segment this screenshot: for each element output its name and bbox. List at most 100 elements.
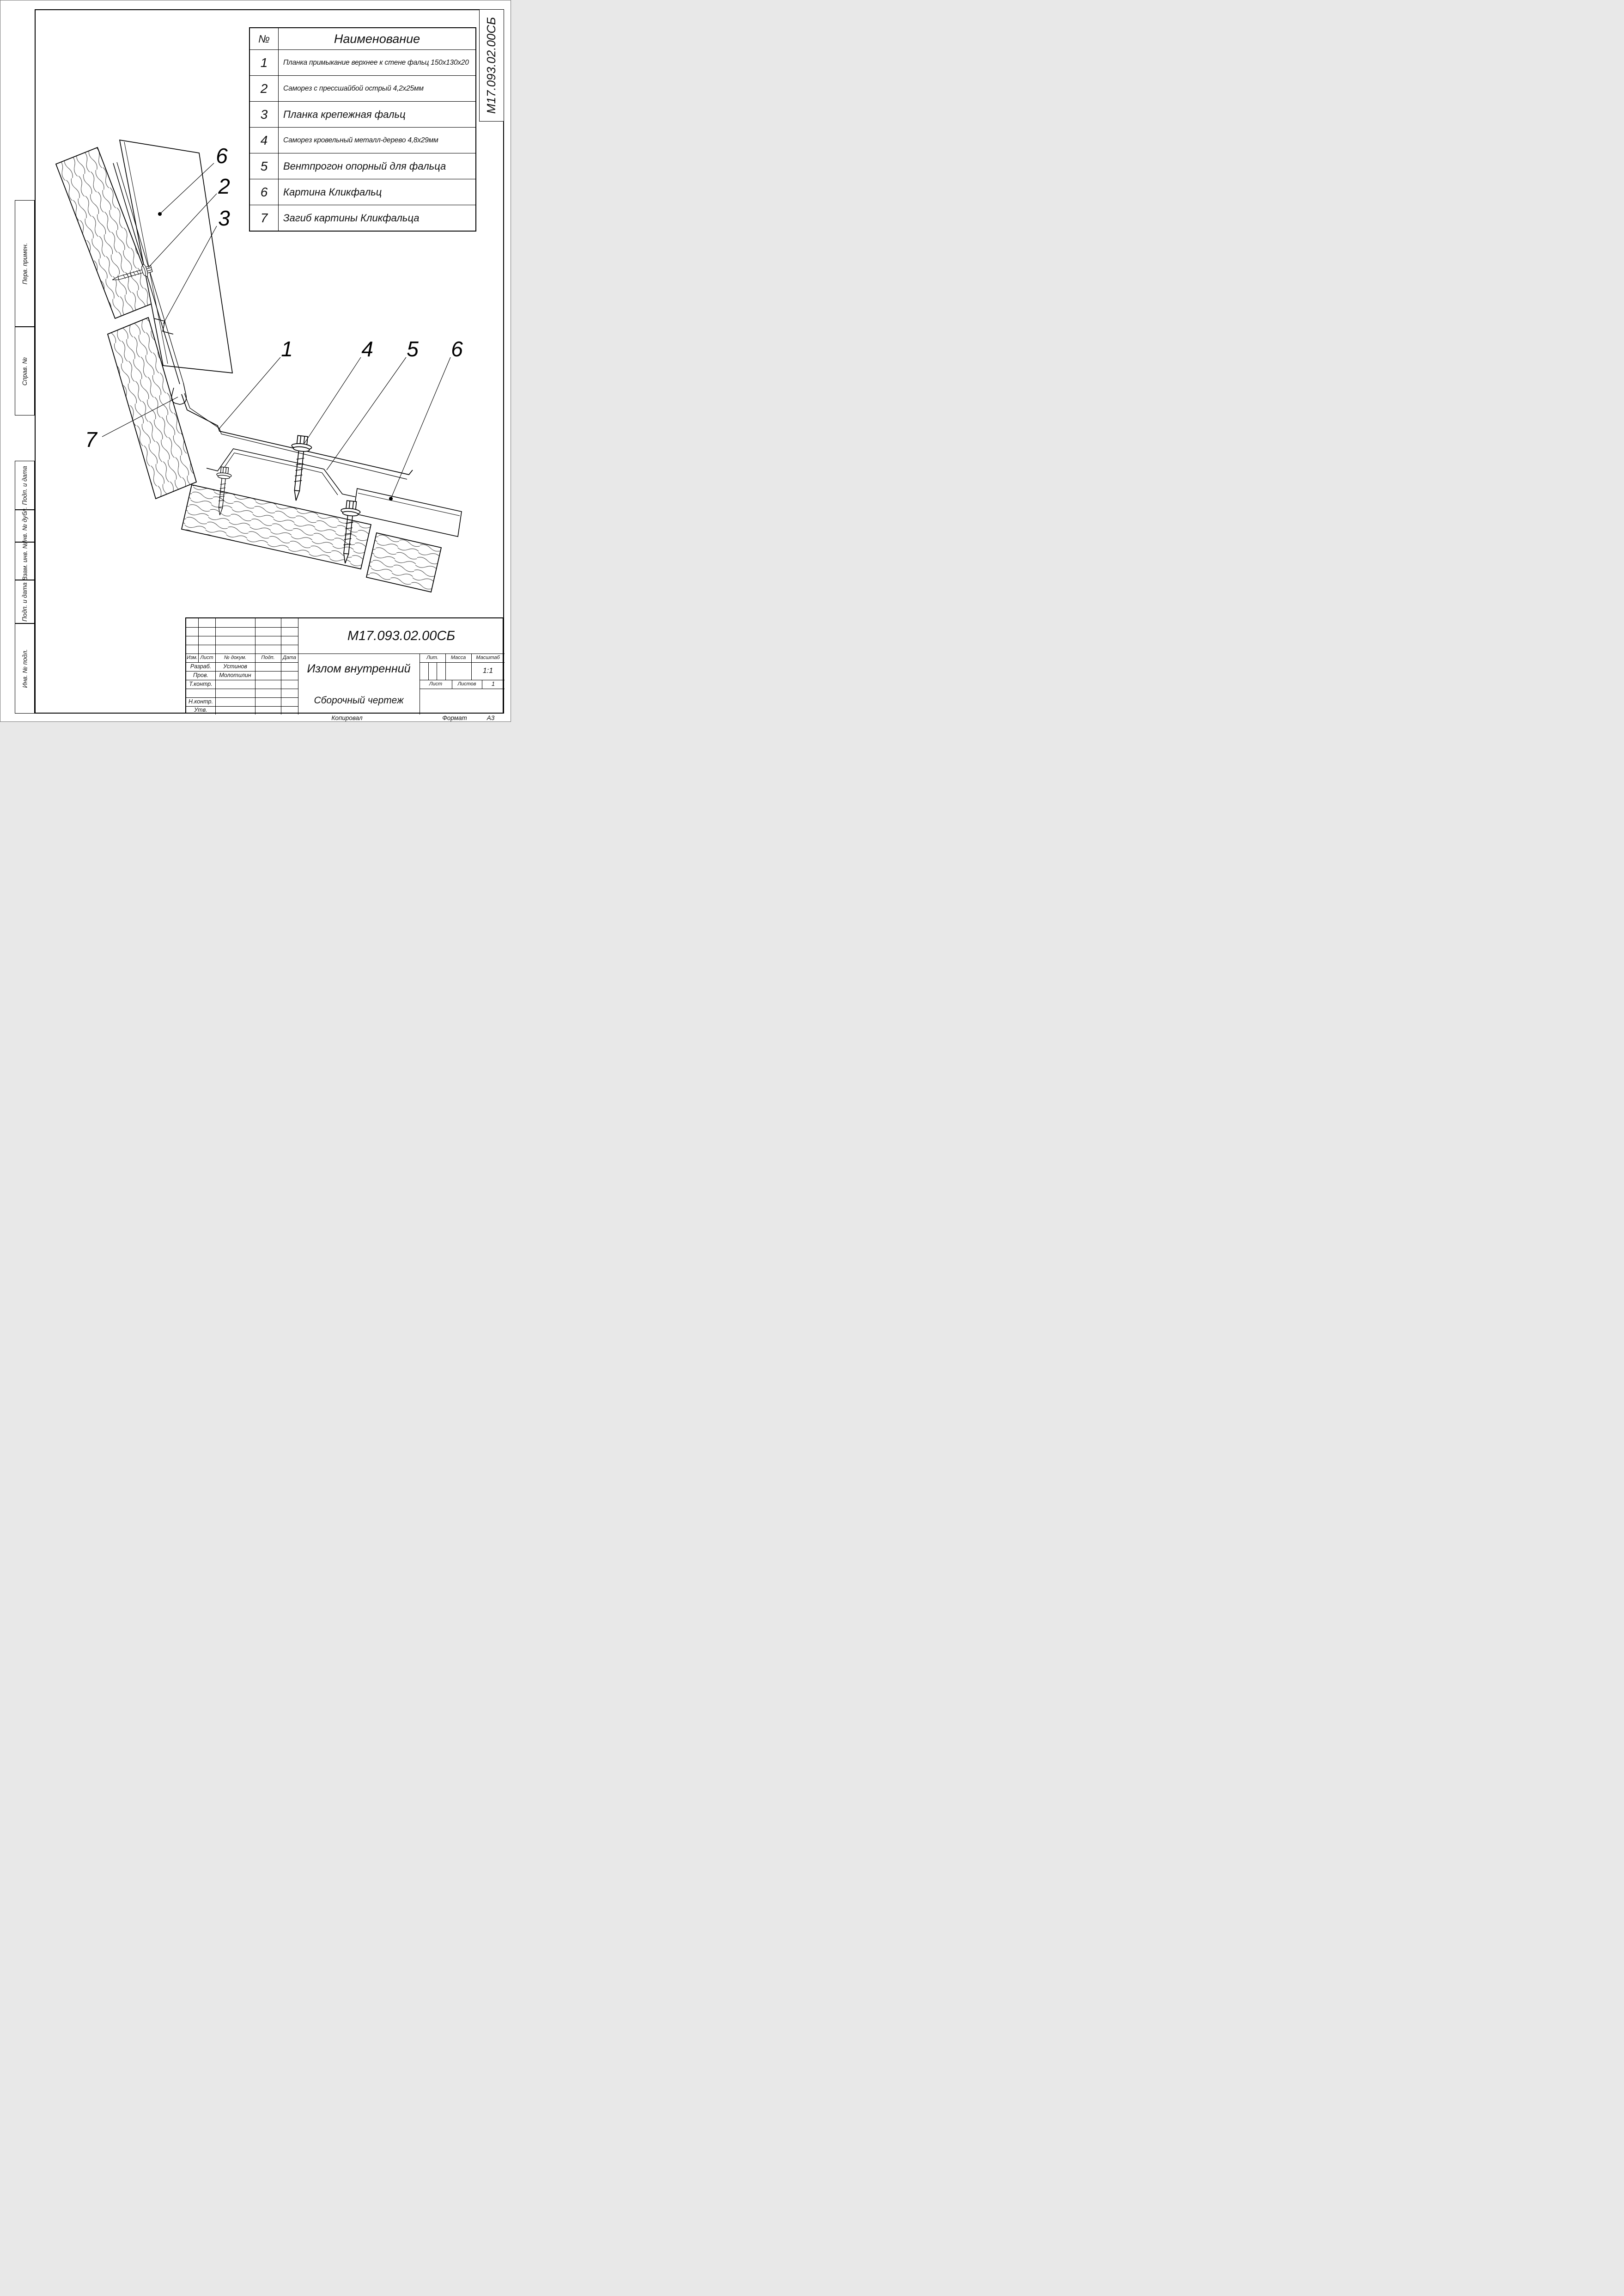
- titleblock-doc-type: Сборочный чертеж: [314, 695, 404, 706]
- parts-table-row: 3 Планка крепежная фальц: [250, 101, 475, 127]
- callout-numbers: 6 2 3 1 4 5 6 7: [85, 144, 463, 452]
- parts-table-row: 7 Загиб картины Кликфальца: [250, 205, 475, 231]
- leader-7: [102, 397, 178, 437]
- callout-5: 5: [407, 337, 419, 361]
- prov-label: Пров.: [193, 672, 208, 678]
- listov-label: Листов: [457, 681, 476, 687]
- grid-line: [445, 653, 446, 680]
- callout-7: 7: [85, 427, 97, 452]
- leader-1: [218, 357, 281, 430]
- grid-line: [428, 662, 429, 680]
- margin-box-podp-data-1: Подп. и дата: [15, 461, 35, 510]
- leader-6-top: [159, 163, 214, 214]
- part-name: Загиб картины Кликфальца: [283, 212, 420, 224]
- margin-box-inv-dubl: Инв. № дубл.: [15, 507, 35, 545]
- grid-line: [420, 662, 505, 663]
- part-number: 6: [250, 179, 279, 205]
- leader-lines: [102, 163, 451, 501]
- margin-box-inv-podl: Инв. № подл.: [15, 623, 35, 714]
- parts-table-header: № Наименование: [250, 28, 475, 49]
- part-name: Планка крепежная фальц: [283, 108, 406, 120]
- nkontr-label: Н.контр.: [189, 698, 213, 705]
- massa-label: Масса: [450, 654, 466, 660]
- roof-deck-right: [365, 532, 442, 593]
- grid-line: [186, 662, 298, 663]
- razrab-name: Устинов: [223, 663, 247, 670]
- tkontr-label: Т.контр.: [189, 680, 213, 687]
- part-number: 1: [250, 50, 279, 75]
- margin-label: Подп. и дата: [21, 582, 29, 622]
- grid-line: [186, 671, 298, 672]
- margin-box-perv-primen: Перв. примен.: [15, 200, 35, 327]
- col-izm: Изм.: [187, 654, 198, 660]
- grid-line: [186, 706, 298, 707]
- margin-box-vzam-inv: Взам. инв. №: [15, 542, 35, 580]
- assembly-drawing: 6 2 3 1 4 5 6 7: [55, 139, 463, 593]
- utv-label: Утв.: [194, 707, 207, 714]
- margin-label: Инв. № подл.: [21, 649, 28, 688]
- grid-line: [186, 653, 505, 654]
- titleblock-code: М17.093.02.00СБ: [347, 628, 456, 643]
- parts-table: № Наименование 1 Планка примыкание верхн…: [249, 27, 476, 232]
- col-podp: Подп.: [261, 654, 275, 660]
- vent-purlin-profile: [206, 448, 356, 497]
- doc-code-box: М17.093.02.00СБ: [479, 9, 504, 122]
- grid-line: [186, 627, 298, 628]
- part-number: 7: [250, 205, 279, 231]
- part-name: Саморез с прессшайбой острый 4,2х25мм: [283, 84, 424, 92]
- razrab-label: Разраб.: [190, 663, 212, 670]
- margin-box-sprav-no: Справ. №: [15, 327, 35, 415]
- part-number: 2: [250, 76, 279, 101]
- margin-label: Подп. и дата: [21, 465, 29, 505]
- wall-beam-lower: [107, 317, 197, 500]
- title-block: М17.093.02.00СБ Изм. Лист № докум. Подп.…: [185, 617, 505, 714]
- titleblock-name: Излом внутренний: [307, 662, 411, 675]
- col-list: Лист: [200, 654, 213, 660]
- part-name: Саморез кровельный металл-дерево 4,8х29м…: [283, 136, 438, 144]
- part-number: 3: [250, 102, 279, 127]
- part-number: 4: [250, 128, 279, 153]
- margin-box-podp-data-2: Подп. и дата: [15, 580, 35, 623]
- callout-2: 2: [218, 174, 230, 198]
- footer-format-label: Формат: [442, 714, 467, 721]
- leader-4: [304, 357, 361, 444]
- parts-table-row: 2 Саморез с прессшайбой острый 4,2х25мм: [250, 75, 475, 101]
- parts-table-row: 4 Саморез кровельный металл-дерево 4,8х2…: [250, 127, 475, 153]
- callout-3: 3: [218, 206, 230, 230]
- flashing-hook: [171, 383, 187, 405]
- scale-value: 1:1: [482, 666, 493, 675]
- list-label: Лист: [429, 681, 443, 687]
- leader-6-right: [390, 357, 451, 499]
- fixing-plate: [153, 318, 174, 335]
- footer-copied: Копировал: [331, 714, 363, 721]
- part-name: Вентпрогон опорный для фальца: [283, 160, 446, 172]
- parts-table-row: 5 Вентпрогон опорный для фальца: [250, 153, 475, 179]
- part-name: Картина Кликфальц: [283, 186, 382, 198]
- callout-1: 1: [281, 337, 293, 361]
- parts-table-col-num: №: [250, 28, 279, 49]
- leader-3: [163, 226, 217, 324]
- part-number: 5: [250, 153, 279, 179]
- leader-dot-6-right: [389, 496, 393, 501]
- grid-line: [215, 618, 216, 714]
- margin-label: Взам. инв. №: [21, 542, 28, 580]
- grid-line: [198, 618, 199, 662]
- margin-label: Инв. № дубл.: [21, 507, 28, 545]
- leader-dot-6-top: [158, 212, 162, 216]
- parts-table-row: 6 Картина Кликфальц: [250, 179, 475, 205]
- lit-label: Лит.: [426, 654, 438, 660]
- leader-2: [148, 193, 217, 268]
- callout-6-right: 6: [451, 337, 463, 361]
- col-doc: № докум.: [224, 654, 247, 660]
- wall-panel: [119, 139, 233, 373]
- callout-4: 4: [361, 337, 373, 361]
- roof-timber-deck: [181, 484, 442, 593]
- parts-table-row: 1 Планка примыкание верхнее к стене фаль…: [250, 49, 475, 75]
- listov-value: 1: [492, 680, 495, 687]
- footer-format-value: А3: [487, 714, 495, 721]
- margin-label: Справ. №: [21, 357, 28, 385]
- drawing-sheet: 6 2 3 1 4 5 6 7 Перв. примен. Справ. № П…: [0, 0, 511, 722]
- grid-line: [471, 653, 472, 680]
- callout-6-top: 6: [216, 144, 228, 168]
- masshtab-label: Масштаб: [476, 654, 500, 660]
